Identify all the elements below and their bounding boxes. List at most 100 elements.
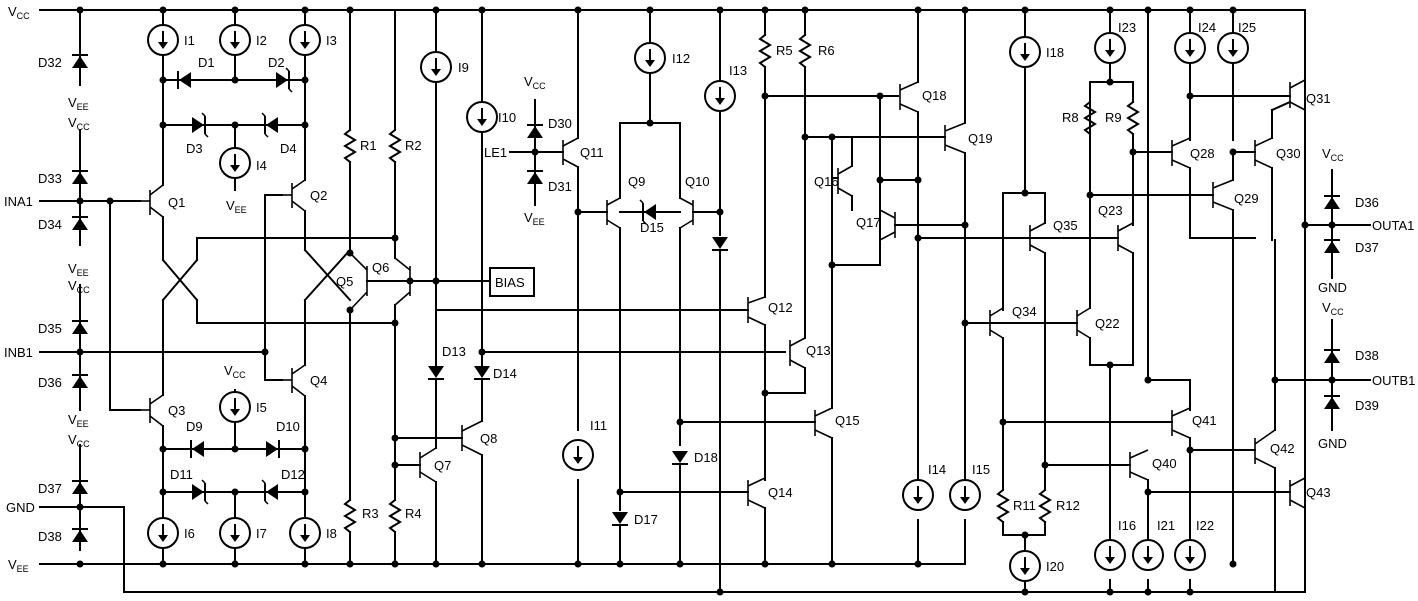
gnd-label: GND <box>6 500 35 515</box>
i16-label: I16 <box>1118 518 1136 533</box>
vcc-label-col-2: VCC <box>68 278 90 295</box>
q31-label: Q31 <box>1306 91 1331 106</box>
i11-label: I11 <box>590 418 607 433</box>
i1-label: I1 <box>184 33 195 48</box>
i12-label: I12 <box>672 51 690 66</box>
i9-label: I9 <box>458 60 469 75</box>
le1-label: LE1 <box>484 145 507 160</box>
vcc-label: VCC <box>8 4 30 21</box>
q11-label: Q11 <box>580 145 604 160</box>
vcc-label-d34: VCC <box>524 74 546 91</box>
d32-label: D37 <box>38 481 62 496</box>
i20-label: I20 <box>1046 559 1064 574</box>
r6-label: R6 <box>818 43 835 58</box>
input-stage <box>140 6 396 568</box>
d34-label: D30 <box>548 116 572 131</box>
d3-label: D3 <box>186 141 203 156</box>
q6-label: Q6 <box>372 260 389 275</box>
i8-label: I8 <box>326 526 337 541</box>
d14-label: D14 <box>493 366 517 381</box>
i5-label: I5 <box>256 400 267 415</box>
q3-label: Q3 <box>168 403 185 418</box>
vee-label: VEE <box>8 557 29 574</box>
ina1-label: INA1 <box>4 194 33 209</box>
q43-label: Q43 <box>1306 485 1331 500</box>
d33-label: D38 <box>38 529 62 544</box>
i23-label: I23 <box>1118 20 1136 35</box>
vee-label-col-3: VEE <box>68 412 89 429</box>
i21-label: I21 <box>1157 518 1175 533</box>
output-protection <box>1323 169 1371 431</box>
vee-label-i4: VEE <box>226 198 247 215</box>
i18-label: I18 <box>1046 45 1064 60</box>
d4-label: D4 <box>280 141 297 156</box>
d17-label: D17 <box>634 512 658 527</box>
q14-label: Q14 <box>768 485 793 500</box>
q34-label: Q34 <box>1012 304 1037 319</box>
q15-label: Q15 <box>835 413 860 428</box>
r11-label: R11 <box>1013 498 1036 513</box>
q35-label: Q35 <box>1053 218 1078 233</box>
gnd-rail <box>39 9 1306 593</box>
d10-label: D10 <box>276 419 300 434</box>
bias-stage <box>343 6 786 568</box>
q5-label: Q5 <box>336 274 353 289</box>
q1-label: Q1 <box>168 195 185 210</box>
vcc-label-col-1: VCC <box>68 115 90 132</box>
r2-label: R2 <box>405 138 422 153</box>
d27-label: D32 <box>38 55 62 70</box>
i24-label: I24 <box>1198 20 1216 35</box>
d15-label: D15 <box>640 220 664 235</box>
r5-label: R5 <box>776 43 793 58</box>
latch-stage: VCC VEE <box>435 6 816 596</box>
q29-label: Q29 <box>1234 191 1259 206</box>
d38-label: D38 <box>1355 348 1379 363</box>
d1-label: D1 <box>198 55 215 70</box>
vcc-label-i5: VCC <box>224 363 246 380</box>
d11-label: D11 <box>170 467 193 482</box>
i7-label: I7 <box>256 526 267 541</box>
q8-label: Q8 <box>480 431 497 446</box>
d28-label: D33 <box>38 171 62 186</box>
i6-label: I6 <box>184 526 195 541</box>
i13-label: I13 <box>729 63 747 78</box>
q13-label: Q13 <box>806 343 831 358</box>
gain-stage <box>747 6 1119 568</box>
d12-label: D12 <box>281 467 305 482</box>
outb1-label: OUTB1 <box>1372 373 1415 388</box>
r1-label: R1 <box>360 138 377 153</box>
q22-label: Q22 <box>1095 316 1120 331</box>
vee-label-col-1: VEE <box>68 95 89 112</box>
d37-label: D37 <box>1355 240 1379 255</box>
bias-label[interactable]: BIAS <box>495 275 525 290</box>
d36-label: D36 <box>1355 195 1379 210</box>
vee-label-d35: VEE <box>524 210 545 227</box>
d35-label: D31 <box>548 179 572 194</box>
vcc-label-d38: VCC <box>1322 300 1344 317</box>
r8-label: R8 <box>1062 110 1079 125</box>
i10-label: I10 <box>498 110 516 125</box>
q7-label: Q7 <box>434 458 451 473</box>
q19-label: Q19 <box>968 131 993 146</box>
gnd-label-d39: GND <box>1318 436 1347 451</box>
q2-label: Q2 <box>310 188 327 203</box>
d18-label: D18 <box>694 450 718 465</box>
d31-label: D36 <box>38 375 62 390</box>
vcc-label-d36: VCC <box>1322 146 1344 163</box>
q4-label: Q4 <box>310 373 327 388</box>
d9-label: D9 <box>186 419 203 434</box>
d2-label: D2 <box>268 55 285 70</box>
i4-label: I4 <box>256 158 267 173</box>
q17-label: Q17 <box>856 215 881 230</box>
q16-label: Q16 <box>814 174 839 189</box>
inb1-label: INB1 <box>4 345 33 360</box>
q9-label: Q9 <box>628 174 645 189</box>
vee-label-col-2: VEE <box>68 261 89 278</box>
q42-label: Q42 <box>1270 441 1295 456</box>
i15-label: I15 <box>972 462 990 477</box>
r12-label: R12 <box>1056 498 1080 513</box>
i2-label: I2 <box>256 33 267 48</box>
d39-label: D39 <box>1355 398 1379 413</box>
q41-label: Q41 <box>1192 413 1217 428</box>
